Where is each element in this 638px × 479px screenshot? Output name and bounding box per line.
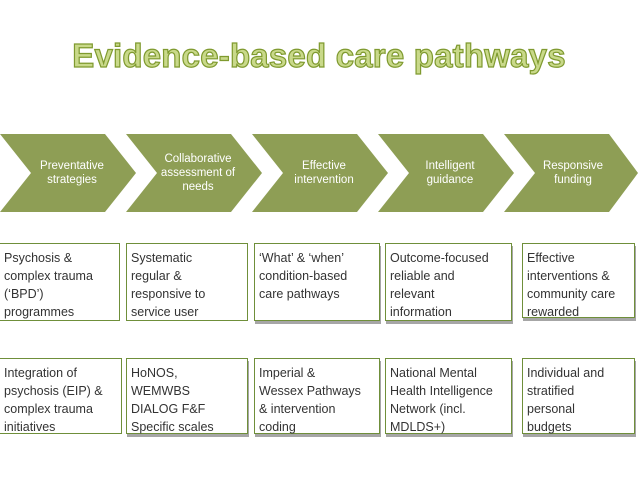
row2-box-funding: Individual and stratified personal budge… <box>522 358 635 434</box>
stage-label-preventative: Preventative strategies <box>40 160 104 186</box>
process-chevrons <box>0 134 638 212</box>
row2-box-guidance: National Mental Health Intelligence Netw… <box>385 358 512 434</box>
chevron-stage-5 <box>504 134 638 212</box>
row1-box-guidance: Outcome-focused reliable and relevant in… <box>385 243 512 321</box>
stage-label-assessment: Collaborative assessment of needs <box>160 153 236 193</box>
stage-label-intervention: Effective intervention <box>294 160 354 186</box>
row2-box-intervention: Imperial & Wessex Pathways & interventio… <box>254 358 380 434</box>
row1-box-intervention: ‘What’ & ‘when’ condition-based care pat… <box>254 243 380 321</box>
stage-label-funding: Responsive funding <box>542 160 604 186</box>
chevron-stage-1 <box>0 134 136 212</box>
chevron-stage-4 <box>378 134 514 212</box>
row2-box-assessment: HoNOS, WEMWBS DIALOG F&F Specific scales <box>126 358 248 434</box>
row1-box-assessment: Systematic regular & responsive to servi… <box>126 243 248 321</box>
chevron-stage-3 <box>252 134 388 212</box>
row1-box-preventative: Psychosis & complex trauma (‘BPD’) progr… <box>0 243 120 321</box>
row1-box-funding: Effective interventions & community care… <box>522 243 635 319</box>
stage-label-guidance: Intelligent guidance <box>425 160 475 186</box>
row2-box-preventative: Integration of psychosis (EIP) & complex… <box>0 358 122 434</box>
chevron-stage-2 <box>126 134 262 212</box>
page-title: Evidence-based care pathways <box>72 36 567 74</box>
